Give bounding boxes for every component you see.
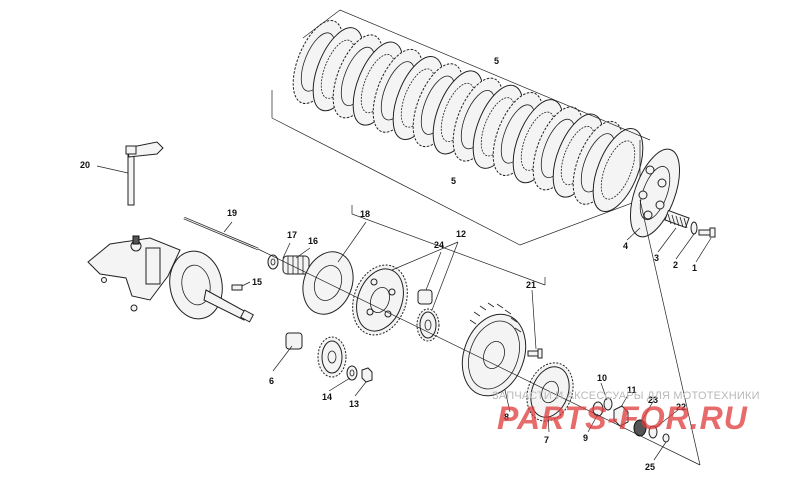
spring-washer <box>690 221 698 235</box>
clutch-basket <box>461 302 527 397</box>
group-bracket <box>351 205 546 286</box>
push-rod <box>183 216 259 251</box>
callout-14: 14 <box>322 392 332 402</box>
hub-washer <box>592 401 604 417</box>
callout-25: 25 <box>645 462 655 472</box>
callout-16: 16 <box>308 236 318 246</box>
callout-7: 7 <box>544 435 549 445</box>
crankcase-bracket <box>87 235 181 312</box>
assembly-axis <box>257 199 701 466</box>
clutch-spring <box>664 209 690 229</box>
washer <box>346 365 358 381</box>
callout-1: 1 <box>692 263 697 273</box>
release-lever-shaft <box>125 141 164 206</box>
callout-22: 22 <box>676 402 686 412</box>
callout-5-top: 5 <box>494 56 499 66</box>
spring-bolt <box>698 227 716 238</box>
callout-21: 21 <box>526 280 536 290</box>
callout-15: 15 <box>252 277 262 287</box>
thrust-washer <box>267 254 279 270</box>
steel-plate <box>592 128 644 212</box>
hub-nut <box>613 405 629 427</box>
callout-8: 8 <box>504 412 509 422</box>
primary-shaft-hub <box>169 250 254 323</box>
callout-20: 20 <box>80 160 90 170</box>
callout-24: 24 <box>434 240 444 250</box>
callout-11: 11 <box>627 385 637 395</box>
callout-2: 2 <box>673 260 678 270</box>
roller <box>417 289 433 305</box>
callout-3: 3 <box>654 253 659 263</box>
callout-13: 13 <box>349 399 359 409</box>
callout-5-bottom: 5 <box>451 176 456 186</box>
callout-17: 17 <box>287 230 297 240</box>
leader-lines <box>96 165 712 461</box>
lock-washer <box>603 397 613 411</box>
callout-19: 19 <box>227 208 237 218</box>
primary-driven-gear <box>352 264 408 336</box>
basket-bolt <box>527 348 543 359</box>
needle-bearing <box>282 255 310 275</box>
pin <box>231 284 243 291</box>
watermark-logo: PARTS-FOR.RU <box>497 400 748 436</box>
callout-10: 10 <box>597 373 607 383</box>
callout-23: 23 <box>648 395 658 405</box>
pressure-plate <box>629 148 681 238</box>
nut <box>361 367 373 383</box>
drive-gear <box>285 332 347 378</box>
callout-numbers: 20 19 17 16 15 18 24 12 6 14 13 21 8 7 9… <box>80 56 697 472</box>
callout-9: 9 <box>583 433 588 443</box>
small-washer <box>648 425 658 439</box>
small-gear <box>416 308 440 342</box>
watermark-caption: ЗАПЧАСТИ И АКСЕССУАРЫ ДЛЯ МОТОТЕХНИКИ <box>492 390 760 402</box>
callout-6: 6 <box>269 376 274 386</box>
callout-4: 4 <box>623 241 628 251</box>
clutch-plate-stack <box>292 20 644 212</box>
callout-12: 12 <box>456 229 466 239</box>
callout-18: 18 <box>360 209 370 219</box>
